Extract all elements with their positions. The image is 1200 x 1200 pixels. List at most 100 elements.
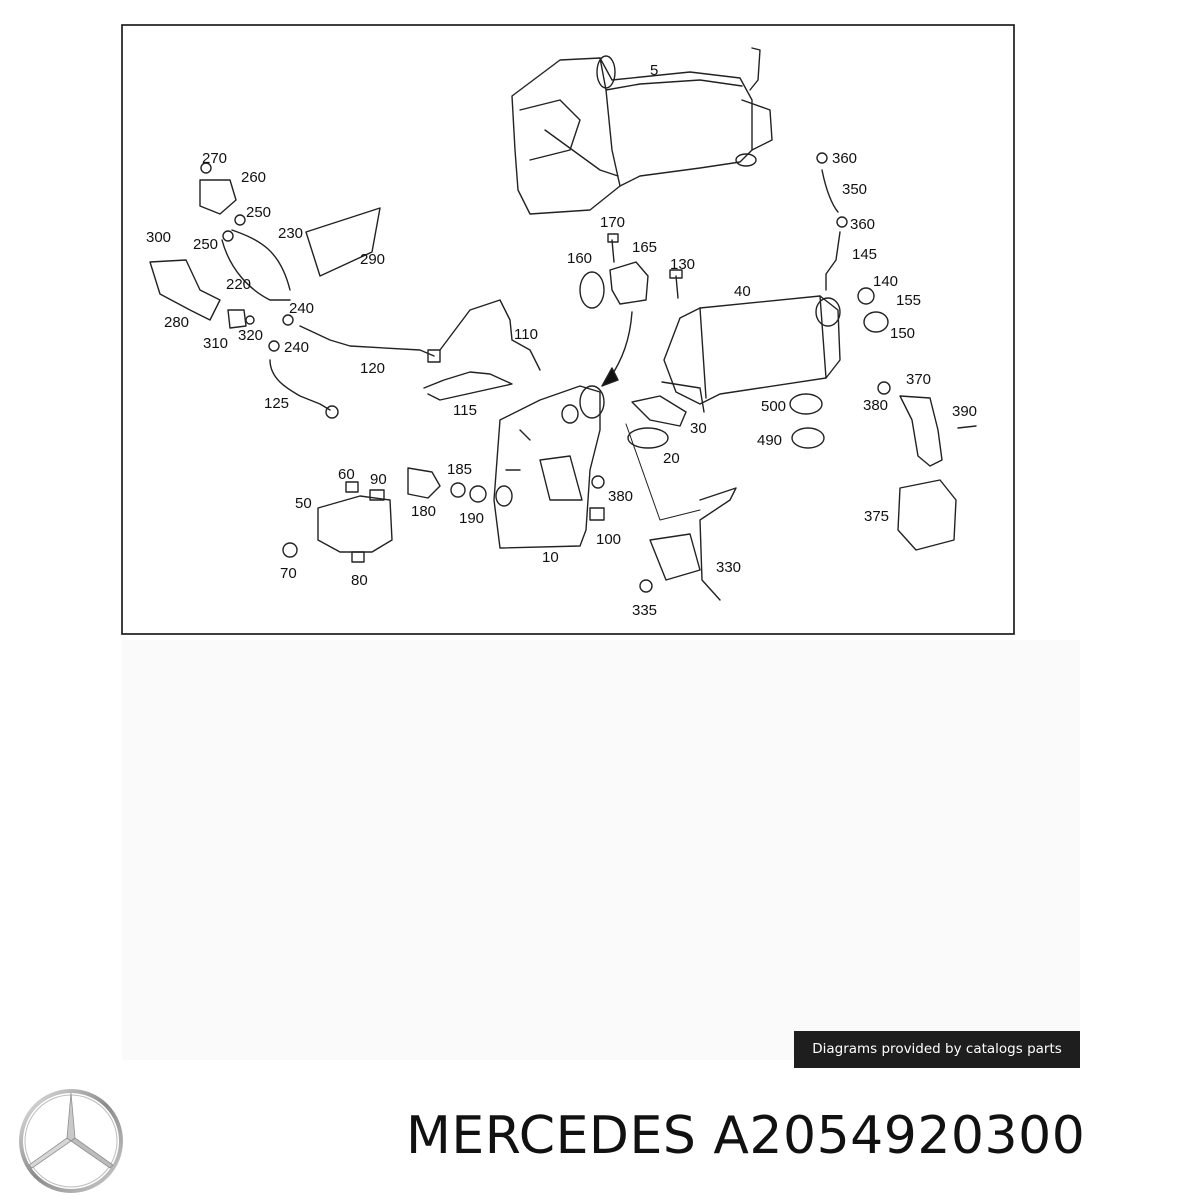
- callout-70: 70: [280, 565, 297, 582]
- part-190-clamp: [469, 485, 487, 503]
- callout-260: 260: [241, 169, 266, 186]
- callout-155: 155: [896, 292, 921, 309]
- part-165-clamp: [609, 261, 649, 305]
- callout-80: 80: [351, 572, 368, 589]
- callout-490: 490: [757, 432, 782, 449]
- callout-390: 390: [952, 403, 977, 420]
- part-310-clip: [227, 309, 247, 329]
- callout-290: 290: [360, 251, 385, 268]
- part-90-clip: [369, 489, 385, 501]
- callout-30: 30: [690, 420, 707, 437]
- part-290-shield: [305, 207, 381, 277]
- part-160-seal: [579, 271, 605, 309]
- part-375-sensor: [897, 479, 957, 551]
- diagram-background: [122, 640, 1080, 1060]
- part-250-ring: [234, 214, 246, 226]
- product-title: MERCEDES A2054920300: [406, 1106, 1086, 1166]
- part-60-nut: [345, 481, 359, 493]
- part-10-manifold: [493, 385, 605, 549]
- callout-5: 5: [650, 62, 658, 79]
- part-80-nut: [351, 551, 365, 563]
- part-70-bolt: [282, 542, 298, 558]
- callout-360: 360: [832, 150, 857, 167]
- callout-370: 370: [906, 371, 931, 388]
- part-20-ring: [627, 427, 669, 449]
- part-5-catalyst: [511, 47, 773, 215]
- part-490-clamp: [791, 427, 825, 449]
- callout-100: 100: [596, 531, 621, 548]
- part-150-clamp: [863, 311, 889, 333]
- callout-300: 300: [146, 229, 171, 246]
- callout-110: 110: [514, 326, 538, 343]
- callout-120: 120: [360, 360, 385, 377]
- diagram-frame: [121, 24, 1015, 635]
- part-140-ring: [857, 287, 875, 305]
- arrow-head: [601, 367, 619, 387]
- callout-330: 330: [716, 559, 741, 576]
- part-240-ring: [282, 314, 294, 326]
- callout-500: 500: [761, 398, 786, 415]
- callout-335: 335: [632, 602, 657, 619]
- part-180-fitting: [407, 467, 441, 499]
- callout-10: 10: [542, 549, 559, 566]
- callout-310: 310: [203, 335, 228, 352]
- callout-115: 115: [453, 402, 477, 419]
- part-380-bolt-2: [591, 475, 605, 489]
- part-100-clip: [589, 507, 605, 521]
- part-280-bracket: [149, 259, 221, 321]
- callout-160: 160: [567, 250, 592, 267]
- callout-20: 20: [663, 450, 680, 467]
- part-185-ring: [450, 482, 466, 498]
- part-40-filter: [661, 295, 841, 413]
- callout-375: 375: [864, 508, 889, 525]
- part-240-ring-2: [268, 340, 280, 352]
- part-350-hose: [816, 152, 848, 291]
- callout-145: 145: [852, 246, 877, 263]
- mercedes-star-icon: [19, 1089, 123, 1193]
- callout-240-b: 240: [284, 339, 309, 356]
- callout-150: 150: [890, 325, 915, 342]
- callout-140: 140: [873, 273, 898, 290]
- part-320-ring: [245, 315, 255, 325]
- callout-220: 220: [226, 276, 251, 293]
- part-115-sensor-line: [423, 371, 513, 401]
- part-50-shield: [317, 495, 393, 553]
- callout-350: 350: [842, 181, 867, 198]
- part-390-bolt: [957, 425, 977, 429]
- callout-125: 125: [264, 395, 289, 412]
- callout-50: 50: [295, 495, 312, 512]
- callout-240: 240: [289, 300, 314, 317]
- part-380-bolt: [877, 381, 891, 395]
- callout-170: 170: [600, 214, 625, 231]
- callout-40: 40: [734, 283, 751, 300]
- callout-250-b: 250: [193, 236, 218, 253]
- part-110-sensor-line: [439, 299, 541, 371]
- part-30-gasket: [631, 395, 687, 427]
- callout-230: 230: [278, 225, 303, 242]
- callout-130: 130: [670, 256, 695, 273]
- part-330-cable: [699, 487, 737, 601]
- callout-360-b: 360: [850, 216, 875, 233]
- callout-185: 185: [447, 461, 472, 478]
- part-220-hose: [221, 239, 291, 301]
- part-260-valve: [199, 179, 237, 215]
- callout-180: 180: [411, 503, 436, 520]
- part-330-module: [649, 533, 701, 581]
- part-500-ring: [789, 393, 823, 415]
- part-335-bolt: [639, 579, 653, 593]
- part-370-bracket: [899, 395, 943, 467]
- part-270-nut: [200, 162, 212, 174]
- part-170-bolt: [611, 239, 615, 263]
- part-250-ring-2: [222, 230, 234, 242]
- callout-90: 90: [370, 471, 387, 488]
- callout-250: 250: [246, 204, 271, 221]
- part-230-hose: [231, 229, 291, 291]
- part-130-bolt: [675, 275, 679, 299]
- callout-380: 380: [863, 397, 888, 414]
- callout-280: 280: [164, 314, 189, 331]
- callout-60: 60: [338, 466, 355, 483]
- part-120-pipe: [299, 325, 435, 357]
- callout-190: 190: [459, 510, 484, 527]
- diagram-credit-badge: Diagrams provided by catalogs parts: [794, 1031, 1080, 1068]
